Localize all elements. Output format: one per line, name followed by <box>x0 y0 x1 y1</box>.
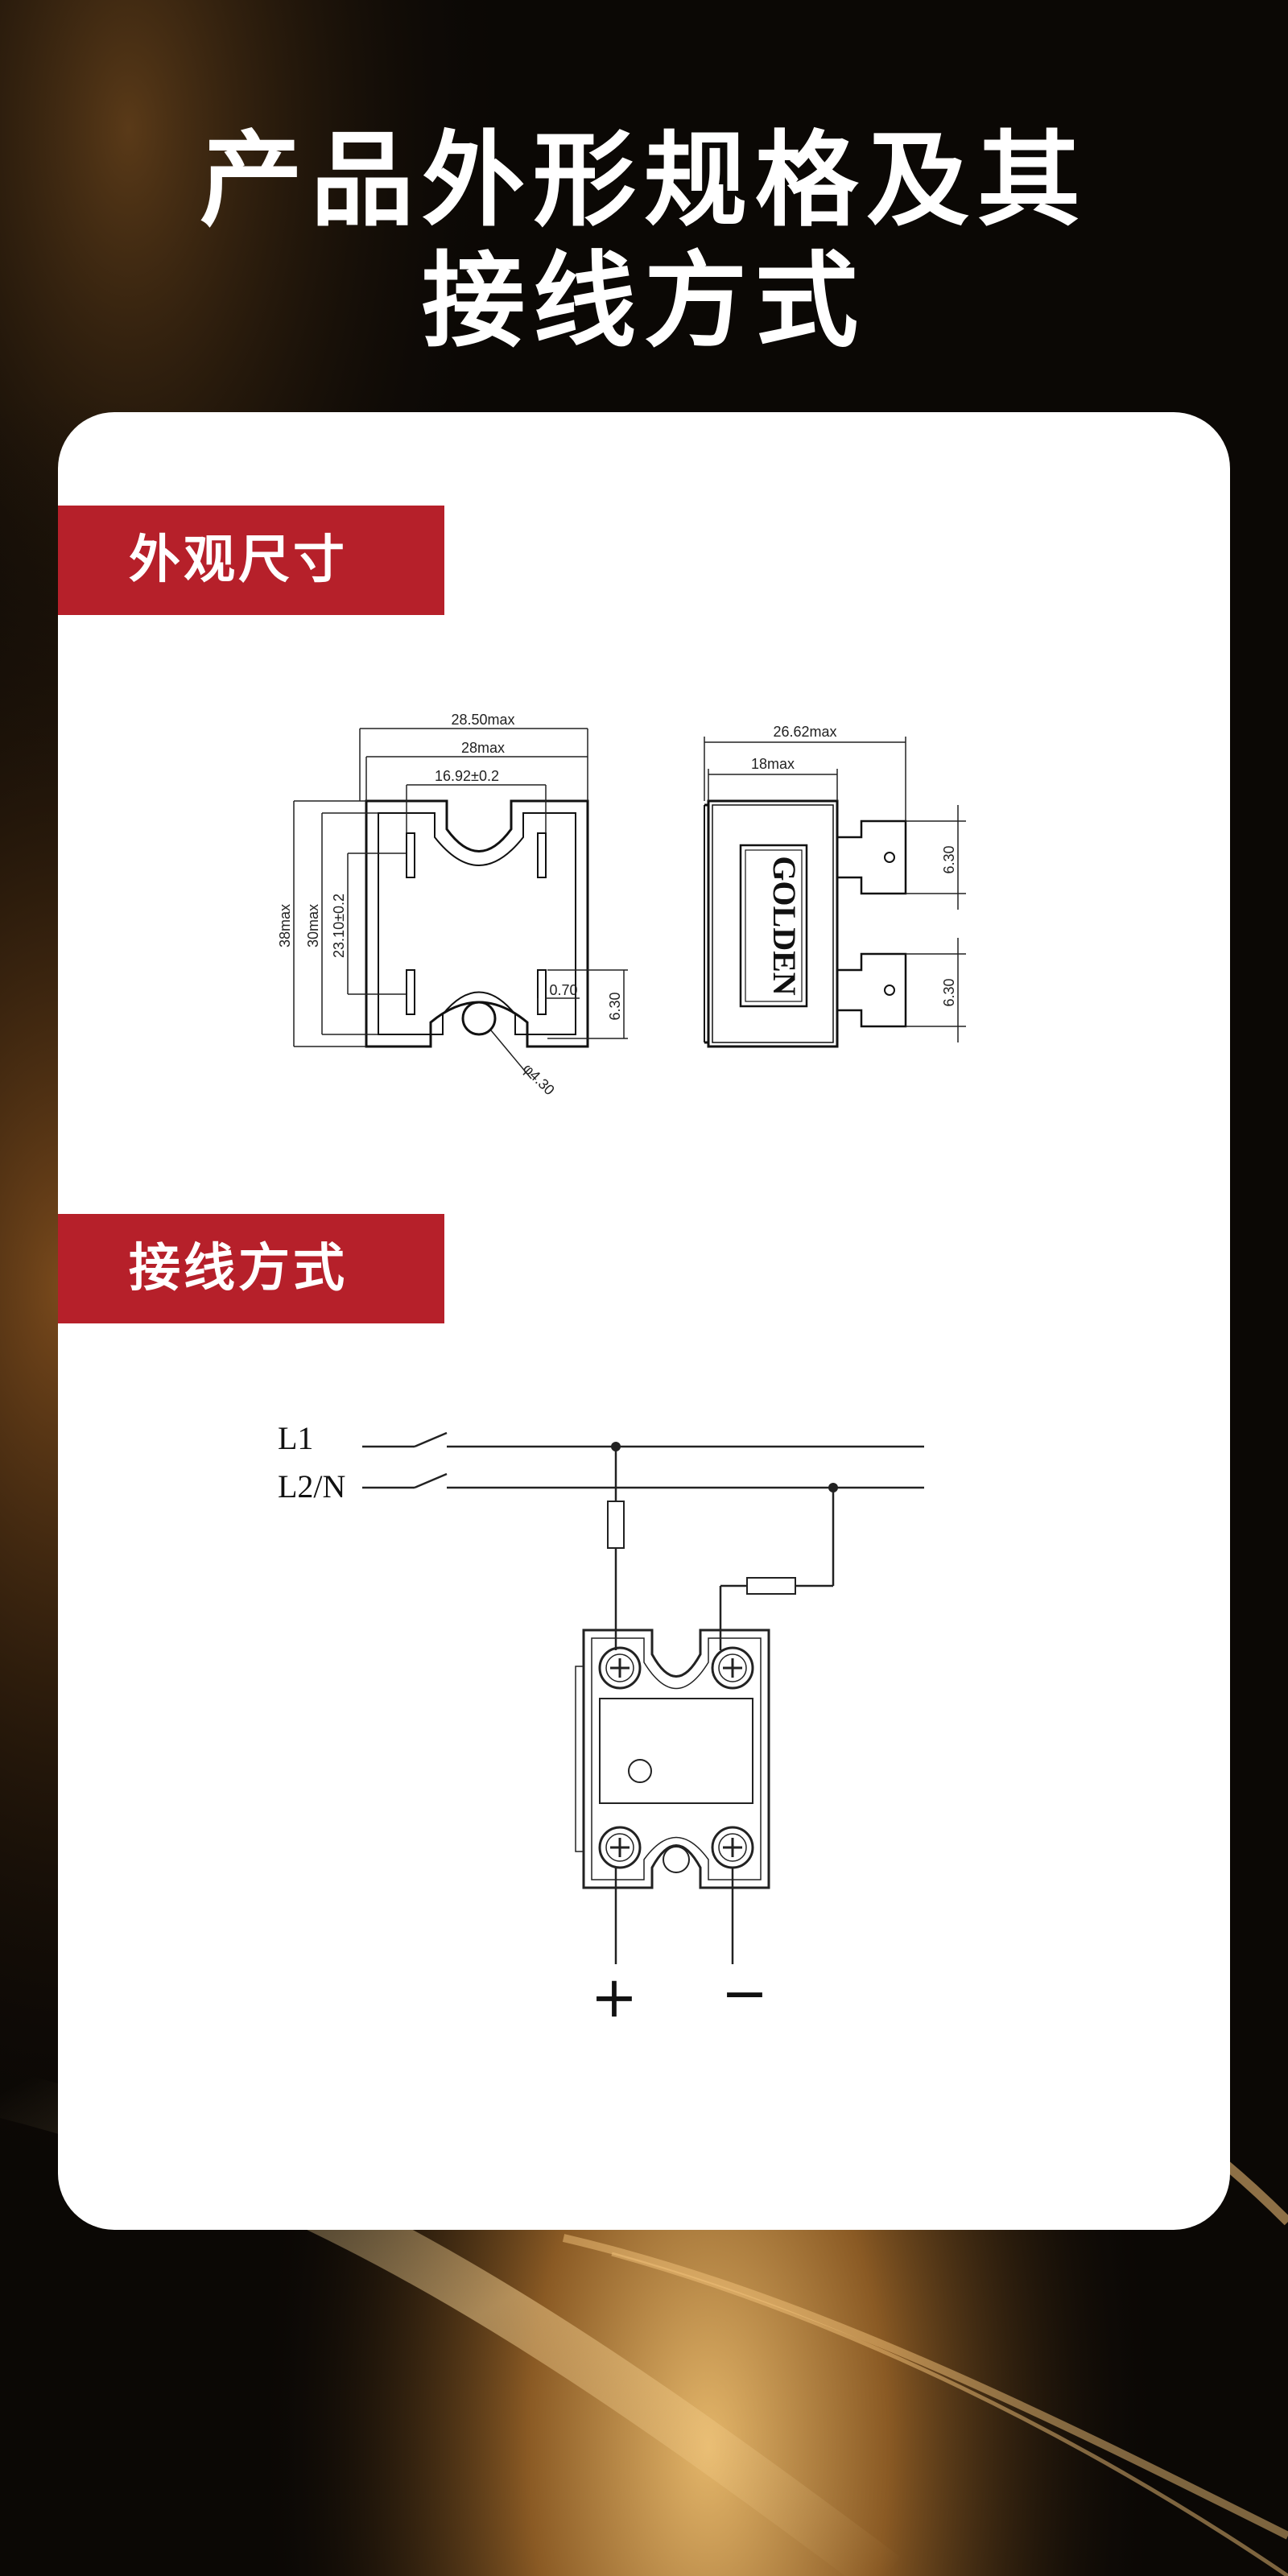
dim-side-tab-bottom: 6.30 <box>941 978 957 1006</box>
dim-overall-width: 28.50max <box>451 712 514 728</box>
page-title-line-1: 产品外形规格及其 <box>199 121 1088 241</box>
line-label-l1: L1 <box>278 1420 313 1456</box>
brand-mark: GOLDEN <box>766 856 803 995</box>
side-view-body <box>707 799 839 1048</box>
side-tab-top <box>837 819 907 895</box>
dim-tab-thickness: 0.70 <box>549 982 577 998</box>
junction-dot-2 <box>828 1483 838 1492</box>
front-view-outline <box>365 799 589 1048</box>
dim-hole-diameter: φ4.30 <box>520 1060 558 1098</box>
side-tab-bottom <box>837 952 907 1028</box>
section-tag-wiring: 接线方式 <box>58 1214 444 1323</box>
junction-dot-1 <box>611 1442 621 1451</box>
line-label-l2n: L2/N <box>278 1468 345 1505</box>
dim-terminal-spacing: 16.92±0.2 <box>435 768 499 784</box>
plus-symbol: + <box>591 1964 638 2030</box>
dim-side-tab-top: 6.30 <box>941 845 957 873</box>
screw-terminal-1 <box>598 1646 642 1690</box>
minus-symbol: − <box>721 1960 769 2026</box>
brand-label-box <box>739 844 808 1008</box>
dim-overall-height: 38max <box>277 904 293 947</box>
relay-outline <box>582 1629 770 1889</box>
page-title-line-2: 接线方式 <box>421 242 866 361</box>
dim-tab-width: 6.30 <box>607 992 623 1020</box>
dim-body-width: 28max <box>461 740 505 756</box>
section-tag-dimensions: 外观尺寸 <box>58 506 444 615</box>
dim-terminal-vertical-spacing: 23.10±0.2 <box>331 894 347 958</box>
fuse-1 <box>607 1501 625 1549</box>
screw-terminal-2 <box>711 1646 754 1690</box>
screw-terminal-3 <box>598 1826 642 1869</box>
dim-body-depth: 18max <box>751 756 795 772</box>
dim-overall-depth: 26.62max <box>773 724 836 740</box>
mounting-hole <box>461 1001 497 1036</box>
fuse-2 <box>746 1577 796 1595</box>
dim-body-height: 30max <box>305 904 321 947</box>
